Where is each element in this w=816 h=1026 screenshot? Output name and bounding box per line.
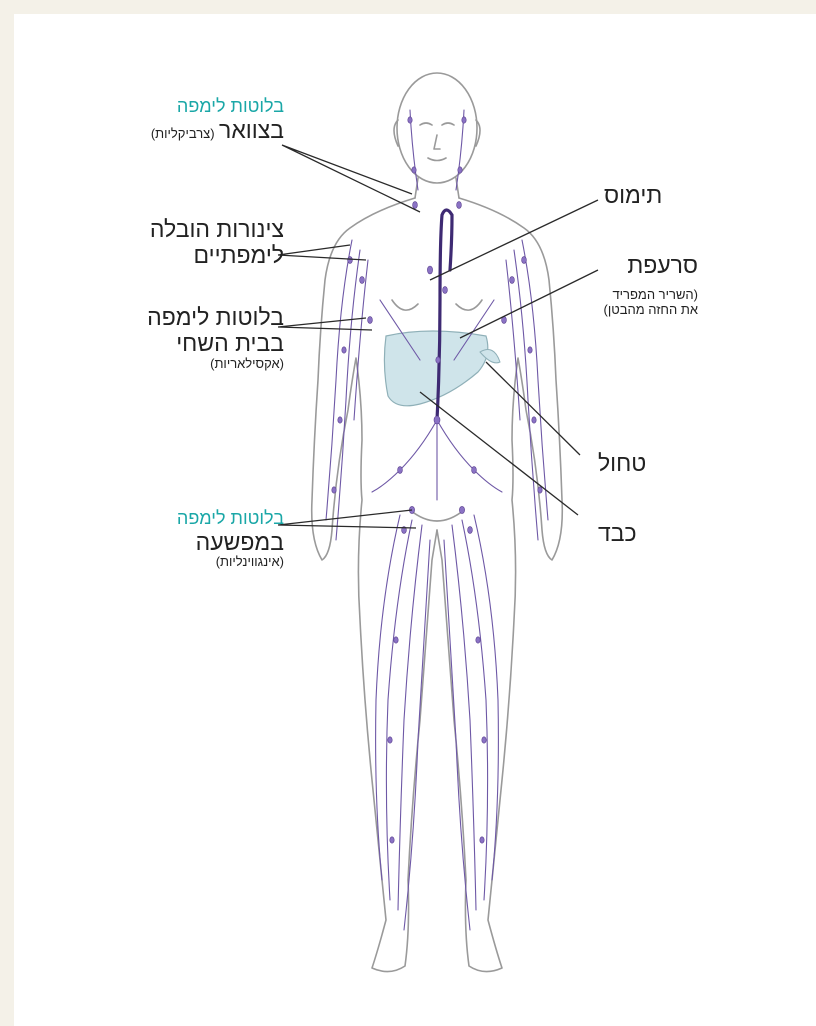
leader-spleen	[486, 362, 580, 455]
label-neck-main: בצוואר	[219, 117, 284, 143]
label-axillary-nodes: בלוטות לימפה בבית השחי (אקסילאריות)	[147, 304, 284, 372]
lymph-node	[468, 527, 473, 534]
label-inguinal-nodes: בלוטות לימפה במפשעה (אינגווינליות)	[177, 508, 284, 570]
lymph-node	[482, 737, 486, 743]
label-thymus-main: תימוס	[604, 182, 662, 208]
head-outline	[397, 73, 477, 183]
label-neck-nodes: בלוטות לימפה בצוואר (צרביקליות)	[151, 96, 284, 143]
lymph-node	[388, 737, 392, 743]
neck-outline	[415, 178, 459, 198]
lymph-node	[413, 202, 418, 209]
lymph-node	[338, 417, 342, 423]
label-liver-main: כבד	[598, 520, 637, 546]
lymph-node	[390, 837, 394, 843]
label-diaphragm-note2: את החזה מהבטן)	[604, 303, 699, 318]
lymph-node	[457, 202, 462, 209]
lymph-node	[348, 257, 353, 264]
leader-inguinal	[278, 510, 416, 528]
leader-ducts	[278, 245, 366, 260]
chest-lines	[392, 300, 482, 310]
lymph-node	[434, 416, 440, 424]
label-spleen-main: טחול	[598, 450, 646, 476]
label-diaphragm-note1: (השריר המפריד	[604, 288, 699, 303]
lymph-vessels	[326, 110, 548, 930]
liver-shape	[384, 331, 487, 406]
diagram-card: בלוטות לימפה בצוואר (צרביקליות) צינורות …	[14, 14, 816, 1026]
lymph-node	[443, 287, 448, 294]
label-axillary-line2: בבית השחי	[147, 330, 284, 356]
lymph-node	[408, 117, 412, 123]
leader-liver	[420, 392, 578, 515]
label-inguinal-main: במפשעה	[177, 529, 284, 555]
lymph-node	[510, 277, 515, 284]
lymph-node	[538, 487, 542, 493]
label-neck-note: (צרביקליות)	[151, 126, 215, 141]
lymph-node	[532, 417, 536, 423]
body-right-side	[437, 198, 562, 972]
label-diaphragm: סרעפת (השריר המפריד את החזה מהבטן)	[604, 252, 699, 318]
groin-outline	[410, 510, 464, 521]
lymph-node	[368, 317, 373, 324]
label-thymus: תימוס	[604, 182, 662, 208]
label-lymph-ducts: צינורות הובלה לימפתיים	[150, 216, 284, 269]
body-left-side	[312, 198, 437, 972]
lymph-node	[398, 467, 403, 474]
lymph-node	[462, 117, 466, 123]
label-liver: כבד	[598, 520, 637, 546]
lymph-node	[427, 266, 432, 274]
label-ducts-line1: צינורות הובלה	[150, 216, 284, 242]
lymph-node	[436, 357, 440, 363]
lymph-node	[522, 257, 527, 264]
lymph-node	[458, 167, 462, 173]
lymph-node	[472, 467, 477, 474]
lymph-node	[412, 167, 416, 173]
label-axillary-line1: בלוטות לימפה	[147, 304, 284, 330]
lymph-node	[476, 637, 480, 643]
face-features	[420, 123, 454, 161]
lymph-node	[342, 347, 346, 353]
lymph-node	[360, 277, 365, 284]
lymph-node	[480, 837, 484, 843]
label-inguinal-note: (אינגווינליות)	[177, 555, 284, 570]
leader-thymus	[430, 200, 598, 280]
label-ducts-line2: לימפתיים	[150, 242, 284, 268]
leader-neck	[282, 145, 420, 212]
label-axillary-note: (אקסילאריות)	[147, 357, 284, 372]
human-body-outline	[312, 73, 563, 972]
label-neck-title: בלוטות לימפה	[151, 96, 284, 117]
label-diaphragm-main: סרעפת	[604, 252, 699, 278]
lymph-node	[528, 347, 532, 353]
leader-axillary	[278, 318, 372, 330]
label-spleen: טחול	[598, 450, 646, 476]
lymphatic-system-diagram	[14, 14, 816, 1026]
label-inguinal-title: בלוטות לימפה	[177, 508, 284, 529]
lymph-node	[459, 506, 464, 513]
lymph-node	[332, 487, 336, 493]
lymph-node	[394, 637, 398, 643]
